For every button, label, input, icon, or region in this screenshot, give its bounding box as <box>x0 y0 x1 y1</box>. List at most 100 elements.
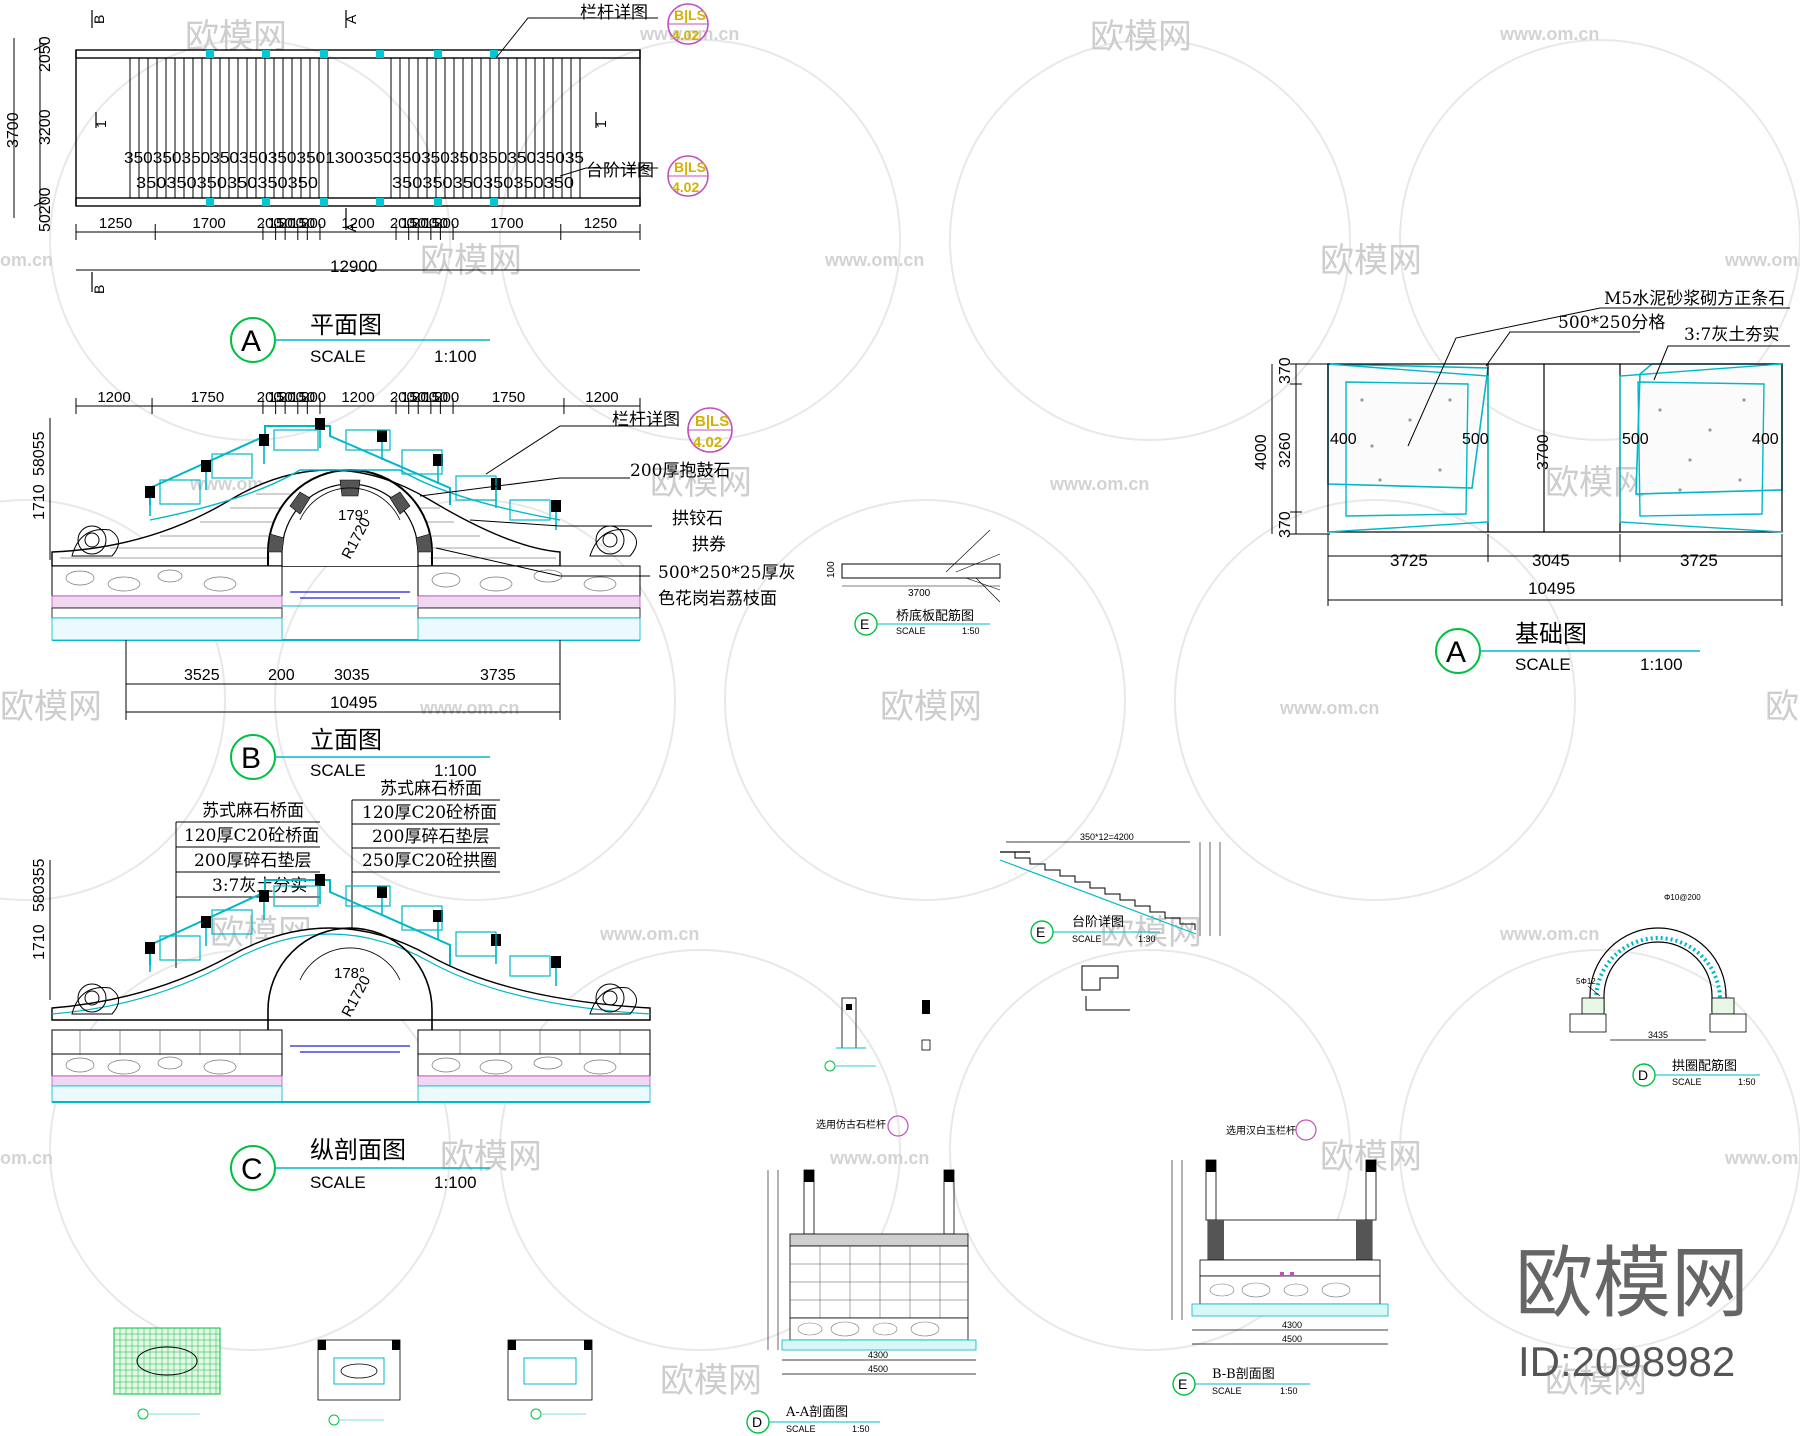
foundation-view: 370 3260 370 4000 400 500 3700 500 400 3… <box>1253 289 1790 674</box>
section-mark: A <box>343 222 359 232</box>
section-note-left: 120厚C20砼桥面 <box>184 826 319 846</box>
dim-value: 150 <box>401 215 426 232</box>
view-scale-value: 1:50 <box>962 626 980 636</box>
view-marker <box>137 1408 149 1420</box>
view-title: 立面图 <box>310 726 382 754</box>
view-marker-letter: C <box>241 1153 263 1186</box>
dim-value: 150 <box>268 215 293 232</box>
plan-step-dims: 350350350350350350 <box>392 175 574 192</box>
view-marker-letter: E <box>1178 1376 1187 1392</box>
view-scale-word: SCALE <box>310 761 366 780</box>
elevation-dim-bottom: 3035 <box>334 667 370 684</box>
view-marker-letter: D <box>752 1414 762 1430</box>
watermark-url: www.om.cn <box>829 1148 929 1168</box>
dim-value: 200 <box>434 389 459 406</box>
dim-value: 200 <box>301 389 326 406</box>
watermark-text: 欧模网 <box>660 1361 762 1401</box>
detail-ref-bubble: B|LS 4.02 <box>667 3 709 45</box>
plan-dim-left: 3700 <box>5 112 22 148</box>
foundation-dim-left: 370 <box>1277 357 1294 384</box>
elevation-dim-bottom: 200 <box>268 667 295 684</box>
plan-step-dims: 350350350350350350 <box>136 175 318 192</box>
slab-rebar-detail: 3700 100 E 桥底板配筋图 SCALE 1:50 <box>826 529 1001 636</box>
stair-profile <box>1000 851 1196 930</box>
section-mark: B <box>91 15 107 24</box>
view-marker-letter: D <box>1638 1067 1648 1083</box>
foundation-dim-left: 4000 <box>1253 434 1270 470</box>
foundation-dim-bottom: 3725 <box>1680 551 1718 570</box>
elevation-dim-bottom: 3525 <box>184 667 220 684</box>
aa-section: 选用仿古石栏杆 4300 4500 D A <box>746 1115 977 1434</box>
plan-dim-left: 2050 <box>37 36 54 72</box>
dim-value: 150 <box>423 389 448 406</box>
railing-post-cap <box>145 942 155 954</box>
section-dim-left: 580355 <box>31 859 48 912</box>
section-note-left: 200厚碎石垫层 <box>194 851 311 871</box>
railing-post-cap <box>551 956 561 968</box>
plan-step-dims: 3503503503503503503501300350350350350350… <box>124 150 584 167</box>
svg-text:4.02: 4.02 <box>672 27 699 43</box>
pattern-grid <box>113 1327 220 1395</box>
railing-post-cap <box>377 886 387 898</box>
dim-value: 1200 <box>341 389 374 406</box>
callout-paving: 色花岗岩荔枝面 <box>658 589 777 609</box>
view-scale-word: SCALE <box>1072 934 1102 944</box>
watermark-url: www.om.cn <box>1724 250 1800 270</box>
view-scale-word: SCALE <box>1672 1077 1702 1087</box>
section-note-left: 苏式麻石桥面 <box>202 801 304 821</box>
aa-dim: 4300 <box>868 1350 888 1360</box>
dim-value: 1750 <box>492 389 525 406</box>
foundation-dim-inner: 500 <box>1622 431 1649 448</box>
view-scale-word: SCALE <box>786 1424 816 1434</box>
dim-value: 150 <box>268 389 293 406</box>
section-dim-left: 1710 <box>31 924 48 960</box>
dim-value: 150 <box>290 389 315 406</box>
foundation-dim-total: 10495 <box>1528 579 1575 598</box>
view-marker-letter: A <box>241 325 261 358</box>
view-scale-value: 1:100 <box>434 1173 477 1192</box>
dim-value: 1250 <box>99 215 132 232</box>
railing-post-cap <box>315 874 325 886</box>
railing-post-cap <box>377 430 387 442</box>
detail-ref-bubble: B|LS 4.02 <box>667 155 709 197</box>
foundation-dim-left: 3260 <box>1277 432 1294 468</box>
railing-post-cap <box>315 418 325 430</box>
svg-text:4.02: 4.02 <box>693 434 722 451</box>
brand-logo-text: 欧模网 <box>1515 1239 1749 1327</box>
watermark-text: 欧模网 <box>420 241 522 281</box>
foundation-dim-inner: 3700 <box>1535 434 1552 470</box>
arch-rebar-note: 5Φ12 <box>1576 977 1596 986</box>
view-marker <box>824 1060 836 1072</box>
dim-value: 200 <box>301 215 326 232</box>
view-marker-letter: B <box>241 742 261 775</box>
callout-drum-stone: 200厚抱鼓石 <box>630 461 730 481</box>
plan-view: 3503503503503503503501300350350350350350… <box>5 3 709 366</box>
stairs-dim-top: 350*12=4200 <box>1080 832 1134 842</box>
arch-angle: 179° <box>338 507 369 524</box>
watermark-url: www.om.cn <box>1049 474 1149 494</box>
dim-value: 1700 <box>490 215 523 232</box>
watermark-text: 欧模网 <box>1090 17 1192 57</box>
view-title: 拱圈配筋图 <box>1672 1058 1737 1074</box>
elevation-dim-left: 58055 <box>31 431 48 476</box>
bb-note-top: 选用汉白玉栏杆 <box>1226 1124 1296 1137</box>
view-scale-word: SCALE <box>310 1173 366 1192</box>
view-marker-letter: E <box>860 616 869 632</box>
small-detail-c <box>824 997 931 1072</box>
callout-railing-detail: 栏杆详图 <box>580 3 648 23</box>
callout-arch: 拱券 <box>692 535 726 555</box>
section-note-right: 120厚C20砼桥面 <box>362 803 497 823</box>
railing-post-cap <box>201 916 211 928</box>
dim-value: 1700 <box>192 215 225 232</box>
watermark-url: www.om.cn <box>1499 924 1599 944</box>
watermark-url: www.om.cn <box>639 24 739 44</box>
watermark-url: om.cn <box>0 1148 53 1168</box>
section-mark: A <box>343 14 359 24</box>
dim-value: 200 <box>434 215 459 232</box>
plan-dim-left: 50200 <box>37 187 54 232</box>
watermark-url: www.om.cn <box>824 250 924 270</box>
section-note-right: 250厚C20砼拱圈 <box>362 851 497 871</box>
foundation-dim-bottom: 3725 <box>1390 551 1428 570</box>
